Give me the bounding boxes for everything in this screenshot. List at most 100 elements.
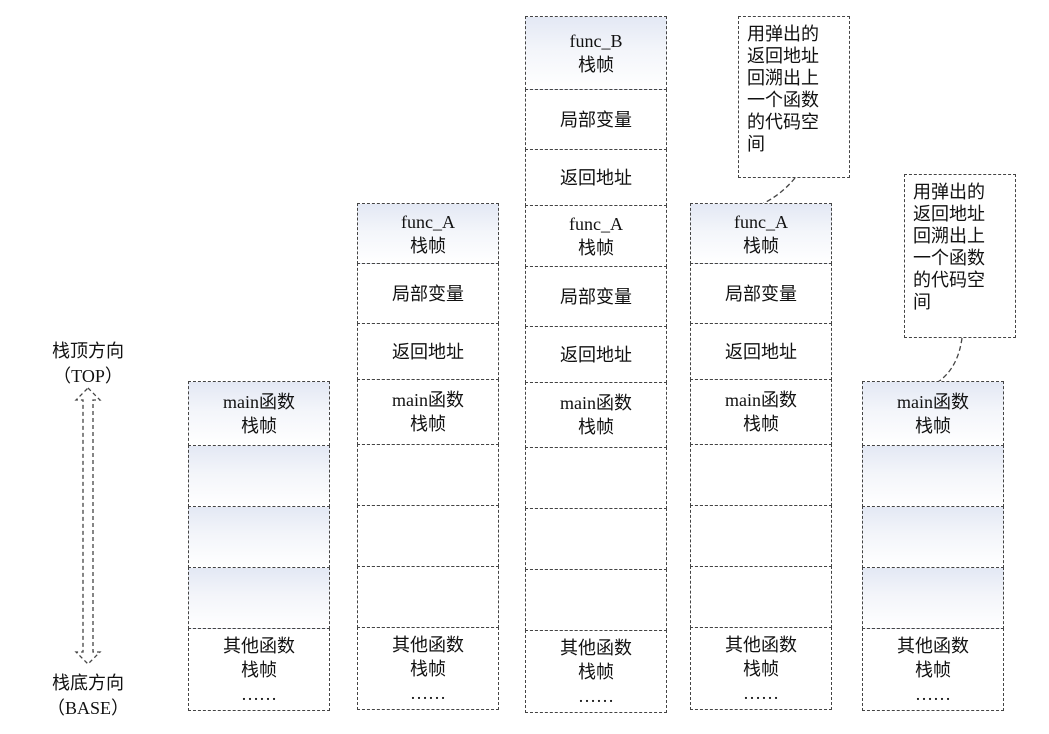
frame-text: 栈帧 [578,661,614,682]
stack-top-title: 栈顶方向 [52,341,124,361]
frame-text: 栈帧 [241,415,277,436]
callout-text: 返回地址 [913,204,985,224]
empty-slot [690,505,832,567]
frame-text: 其他函数 [725,634,797,655]
func-b-frame: func_B 栈帧 [525,16,667,90]
other-frames: 其他函数栈帧 …… [188,628,330,711]
empty-slot [525,447,667,509]
frame-text: 栈帧 [743,658,779,679]
stack-base-label: 栈底方向 （BASE） [42,671,134,721]
callout-text: 的代码空 [747,112,819,132]
frame-text: 其他函数 [897,635,969,656]
empty-slot [862,445,1004,507]
frame-text: 栈帧 [410,414,446,434]
frame-text: 栈帧 [241,659,277,680]
return-address: 返回地址 [525,149,667,206]
frame-text: 返回地址 [725,341,797,362]
main-frame: main函数栈帧 [188,381,330,446]
callout-text: 间 [913,292,931,312]
empty-slot [690,566,832,628]
frame-text: main函数 [560,393,632,413]
frame-text: 栈帧 [915,659,951,680]
callout-text: 用弹出的 [913,182,985,202]
frame-text: 返回地址 [392,341,464,362]
frame-text: 其他函数 [223,635,295,656]
callout-text: 一个函数 [913,248,985,268]
frame-text: 栈帧 [410,658,446,679]
return-address: 返回地址 [525,326,667,383]
frame-text: 其他函数 [392,634,464,655]
frame-text: 返回地址 [560,344,632,365]
empty-slot [357,566,499,628]
empty-slot [188,567,330,629]
stack-top-label: 栈顶方向 （TOP） [42,339,134,389]
frame-text: 局部变量 [725,283,797,304]
stack-column-5: main函数栈帧其他函数栈帧…… [862,381,1004,711]
frame-text: func_A [569,214,623,234]
callout-text: 返回地址 [747,46,819,66]
empty-slot [357,505,499,567]
frame-text: func_B [569,31,623,51]
frame-text: main函数 [897,391,969,412]
empty-slot [525,569,667,631]
frame-text: …… [578,685,614,706]
local-vars: 局部变量 [357,263,499,324]
main-frame: main函数栈帧 [690,379,832,445]
frame-text: 其他函数 [560,637,632,658]
frame-text: 栈帧 [578,55,614,75]
frame-text: 局部变量 [392,283,464,304]
direction-arrow [74,387,102,665]
stack-base-sub: （BASE） [46,698,129,718]
frame-text: 栈帧 [743,414,779,434]
main-frame: main函数栈帧 [862,381,1004,446]
local-vars: 局部变量 [525,89,667,150]
frame-text: …… [241,683,277,704]
local-vars: 局部变量 [525,266,667,327]
frame-text: 栈帧 [743,235,779,256]
callout-text: 回溯出上 [747,68,819,88]
empty-slot [357,444,499,506]
callout-text: 的代码空 [913,270,985,290]
func-a-frame: func_A 栈帧 [690,203,832,264]
stack-base-title: 栈底方向 [52,673,124,693]
empty-slot [690,444,832,506]
frame-text: main函数 [223,391,295,412]
frame-text: 栈帧 [410,235,446,256]
other-frames: 其他函数栈帧 …… [862,628,1004,711]
empty-slot [188,445,330,507]
other-frames: 其他函数栈帧 …… [357,627,499,710]
frame-text: main函数 [392,390,464,410]
return-address: 返回地址 [690,323,832,380]
other-frames: 其他函数栈帧 …… [690,627,832,710]
main-frame: main函数栈帧 [525,382,667,448]
callout-text: 间 [747,134,765,154]
func-a-frame: func_A 栈帧 [525,205,667,267]
frame-text: 栈帧 [578,238,614,258]
frame-text: func_A [734,211,788,232]
empty-slot [862,506,1004,568]
frame-text: main函数 [725,390,797,410]
callout-box-1: 用弹出的返回地址回溯出上一个函数的代码空间 [738,16,850,178]
main-frame: main函数栈帧 [357,379,499,445]
frame-text: …… [915,683,951,704]
frame-text: 返回地址 [560,167,632,188]
frame-text: 栈帧 [578,417,614,437]
other-frames: 其他函数栈帧 …… [525,630,667,713]
callout-text: 用弹出的 [747,24,819,44]
callout-text: 回溯出上 [913,226,985,246]
local-vars: 局部变量 [690,263,832,324]
callout-leader-2 [937,337,963,383]
frame-text: 栈帧 [915,415,951,436]
frame-text: 局部变量 [560,109,632,130]
stack-top-sub: （TOP） [53,366,123,386]
return-address: 返回地址 [357,323,499,380]
callout-leader-1 [759,177,796,206]
frame-text: …… [410,682,446,703]
callout-text: 一个函数 [747,90,819,110]
frame-text: …… [743,682,779,703]
callout-box-2: 用弹出的返回地址回溯出上一个函数的代码空间 [904,174,1016,338]
